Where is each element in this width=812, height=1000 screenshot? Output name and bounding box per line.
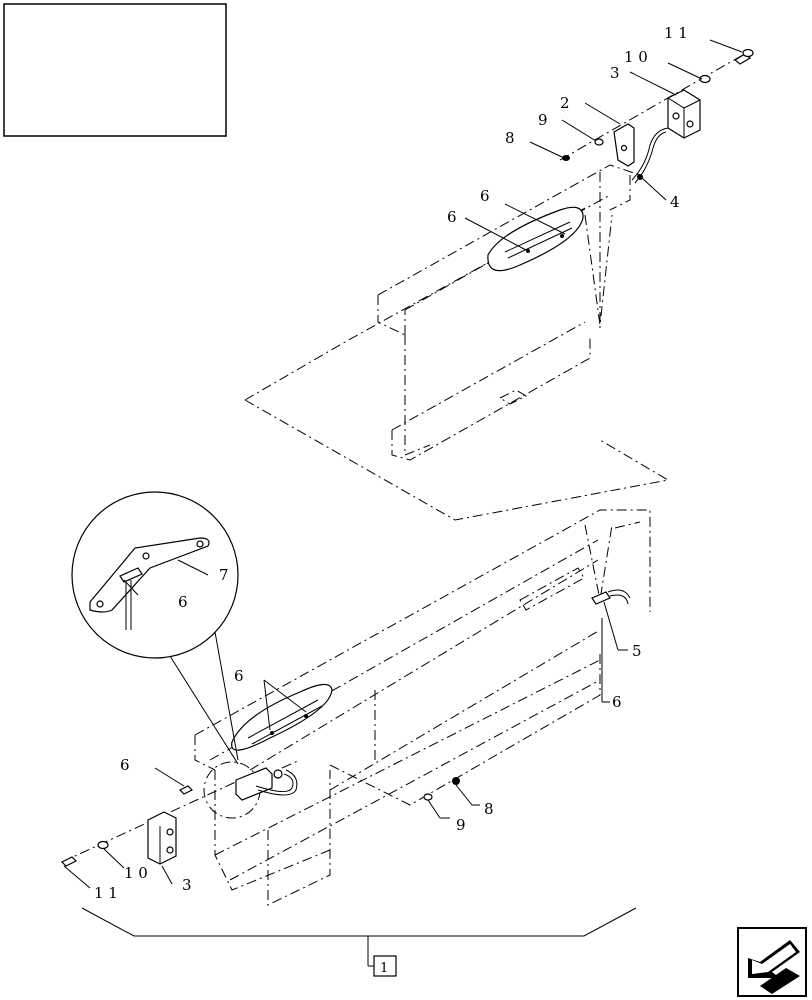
callout-3-top: 3 — [610, 64, 620, 82]
detail-view — [71, 491, 239, 765]
title-frame — [3, 3, 227, 137]
callout-6-left: 6 — [120, 756, 130, 774]
lower-window — [231, 683, 333, 751]
callout-6-mid: 6 — [234, 667, 244, 685]
upper-leaders — [464, 39, 743, 251]
lower-hardware — [60, 589, 631, 867]
callout-10-bottom: 1 0 — [124, 864, 148, 882]
callout-9-top: 9 — [538, 111, 548, 129]
callout-3-bottom: 3 — [182, 876, 192, 894]
upper-hardware — [559, 48, 754, 184]
callout-11-top: 1 1 — [664, 24, 688, 42]
upper-window — [487, 206, 584, 272]
callout-6-detail: 6 — [178, 593, 188, 611]
callout-11-bottom: 1 1 — [94, 884, 118, 902]
assembly-ref-label: 1 — [380, 961, 388, 976]
callout-6-top-b: 6 — [447, 208, 457, 226]
callout-2-top: 2 — [560, 94, 570, 112]
callout-4: 4 — [670, 193, 680, 211]
return-arrow-icon[interactable] — [737, 927, 807, 997]
callout-10-top: 1 0 — [624, 48, 648, 66]
lower-leaders — [63, 559, 628, 889]
callout-6-right: 6 — [612, 693, 622, 711]
callout-7: 7 — [219, 566, 229, 584]
callout-9-bottom: 9 — [456, 816, 466, 834]
callout-8-bottom: 8 — [484, 800, 494, 818]
callout-6-top-a: 6 — [480, 187, 490, 205]
assembly-bracket — [81, 907, 637, 977]
callout-5: 5 — [632, 642, 642, 660]
lower-frame-phantom — [194, 509, 651, 906]
callout-8-top: 8 — [505, 129, 515, 147]
